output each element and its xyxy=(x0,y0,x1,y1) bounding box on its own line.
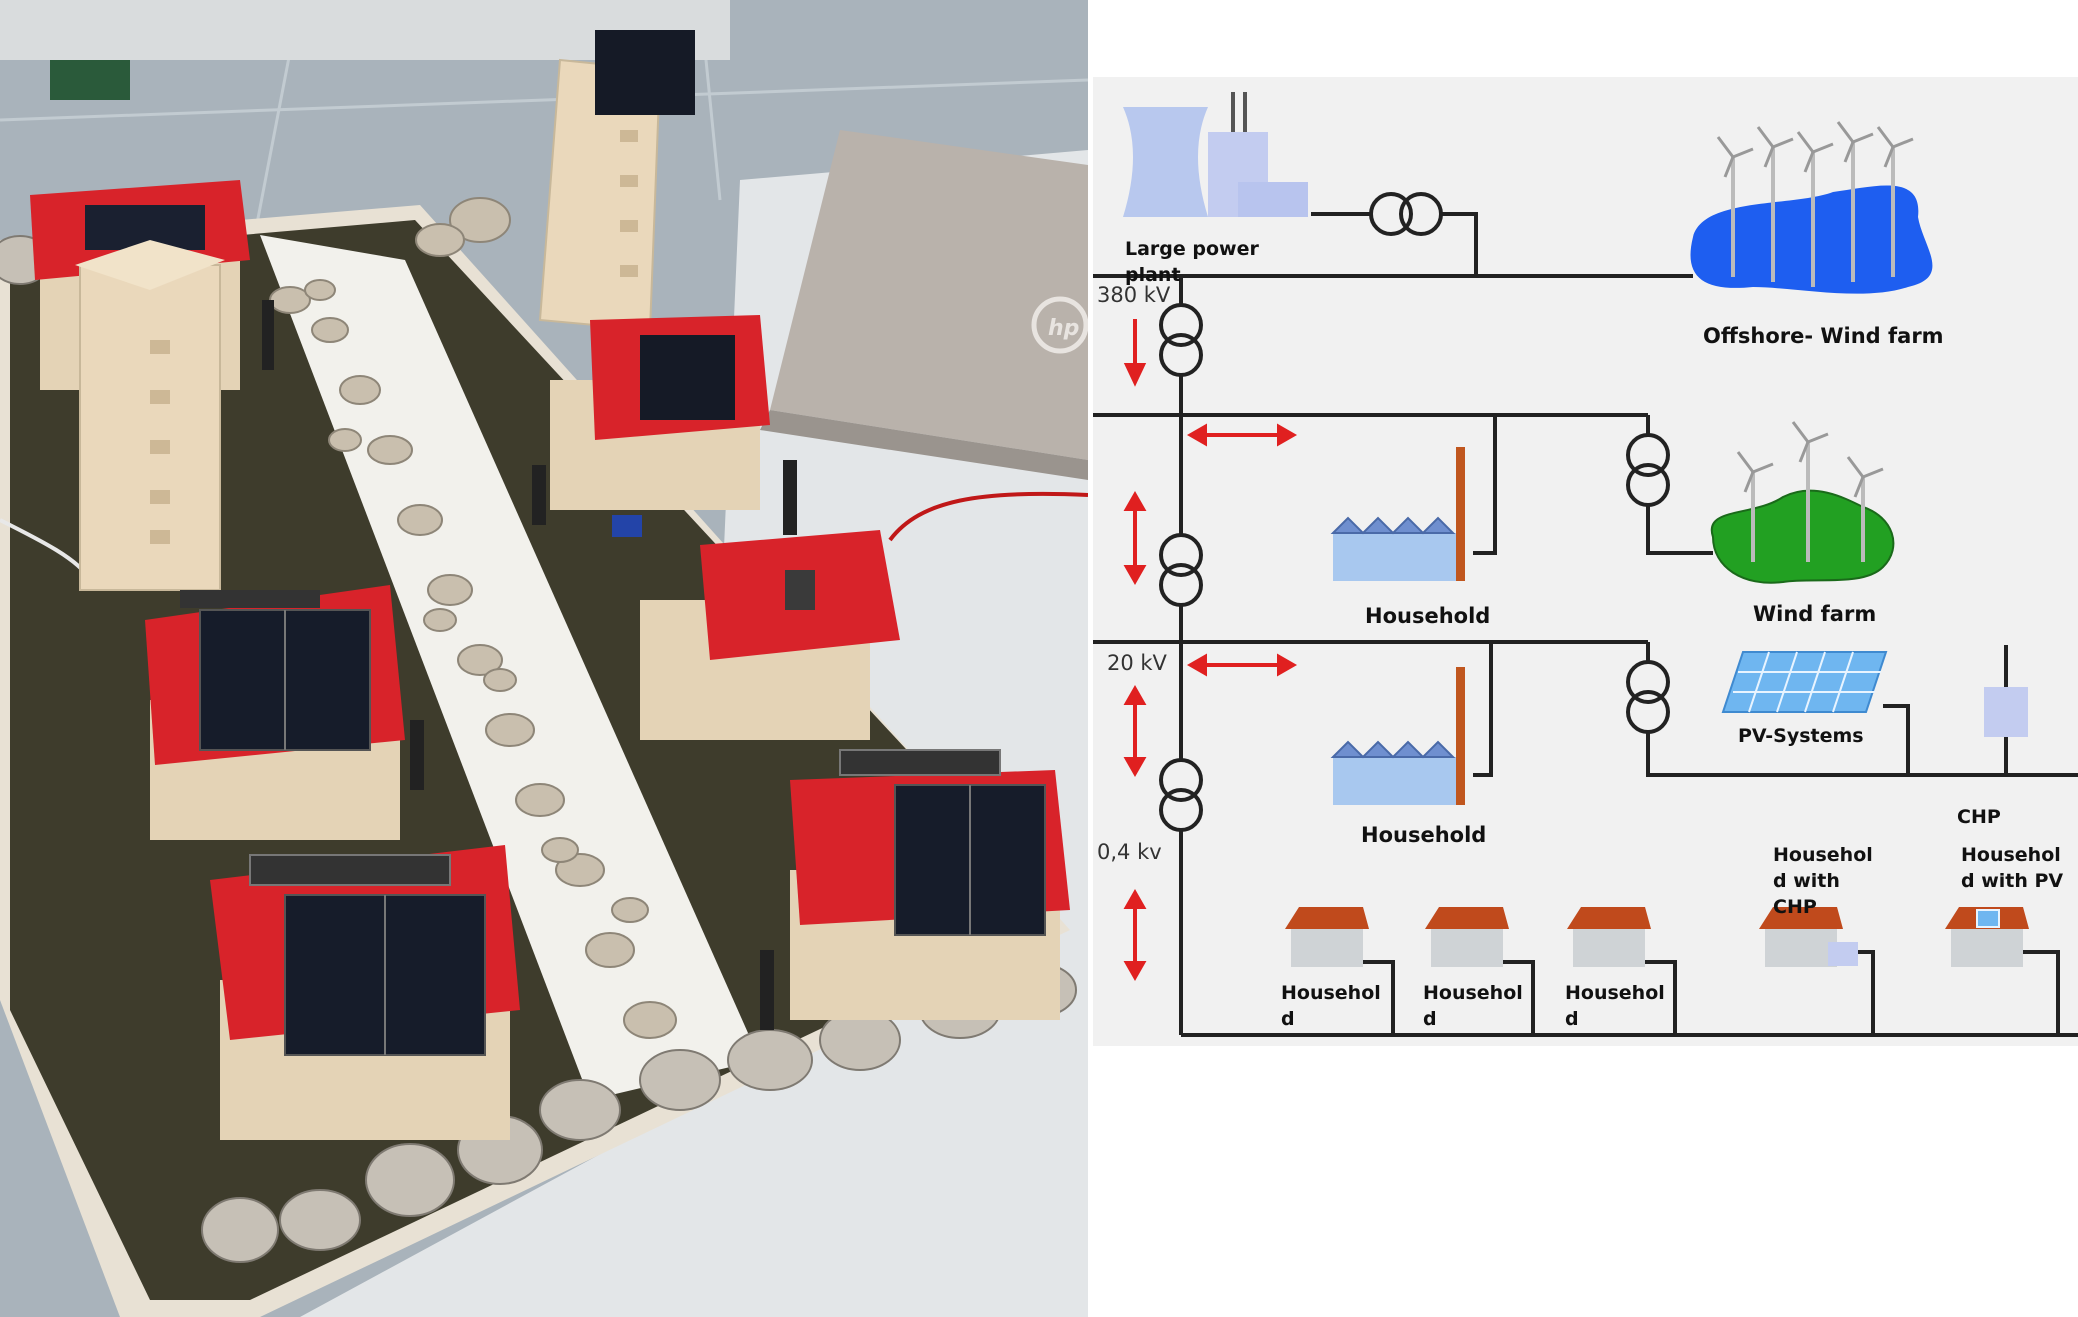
house-with-pv-icon xyxy=(1945,907,2029,967)
line-industry-2 xyxy=(1473,642,1493,777)
house-bottom-right xyxy=(790,749,1070,1020)
voltage-04kv-label: 0,4 kv xyxy=(1097,840,1162,864)
street-lamps xyxy=(262,300,797,1030)
house-right-middle xyxy=(640,530,900,740)
solar-panel-icon xyxy=(640,335,735,420)
household-chp-label-2: d with xyxy=(1773,870,1840,892)
large-power-plant-label-2: plant xyxy=(1125,264,1181,286)
household-pv-label-1: Househol xyxy=(1961,844,2061,866)
gravel xyxy=(269,197,677,1039)
transformer-top-left xyxy=(1369,192,1413,236)
large-power-plant-label: Large power xyxy=(1125,238,1259,260)
model-city-photo: hp xyxy=(0,0,1088,1317)
house-left-middle xyxy=(145,585,405,840)
transformer-110-a xyxy=(1159,533,1203,577)
industry-household-icon xyxy=(1330,447,1465,581)
tower-top-center xyxy=(538,30,695,332)
diagram-background xyxy=(1093,77,2078,1046)
servo-motor xyxy=(612,515,642,537)
house-icon xyxy=(1285,907,1369,967)
line-industry-1 xyxy=(1473,415,1497,555)
house-2-label-2: d xyxy=(1423,1008,1437,1030)
power-flow-arrows xyxy=(1123,319,1298,982)
transformer-380-a xyxy=(1159,303,1203,347)
appliance-feet xyxy=(50,60,130,100)
tower-left xyxy=(75,240,225,591)
household-pv-label-2: d with PV xyxy=(1961,870,2063,892)
laptop-edge xyxy=(760,410,1088,480)
line-house-1 xyxy=(1363,960,1395,1035)
offshore-wind-farm-label: Offshore- Wind farm xyxy=(1703,324,1944,348)
line-wind-farm xyxy=(1646,505,1713,555)
household-label-1: Household xyxy=(1365,604,1490,628)
solar-panel-icon xyxy=(595,30,695,115)
house-3-label-1: Househol xyxy=(1565,982,1665,1004)
wind-turbine-icon xyxy=(1751,442,1865,562)
wind-farm xyxy=(1710,421,1895,584)
house-3-label-2: d xyxy=(1565,1008,1579,1030)
hp-logo-mark: hp xyxy=(1048,316,1079,341)
line-pv-panel xyxy=(1883,704,1910,775)
voltage-380kv-label: 380 kV xyxy=(1097,283,1171,307)
line-house-pv xyxy=(2023,950,2060,1035)
laptop-lid xyxy=(770,130,1088,460)
house-bottom-left xyxy=(210,845,520,1140)
line-house-2 xyxy=(1503,960,1535,1035)
household-chp-label-1: Househol xyxy=(1773,844,1873,866)
wind-turbine-icon xyxy=(1731,142,1895,287)
house-with-chp-icon xyxy=(1759,907,1858,967)
pv-systems-label: PV-Systems xyxy=(1738,725,1864,747)
house-icon xyxy=(1567,907,1651,967)
line-transformer-to-bus xyxy=(1441,212,1478,276)
wind-farm-label: Wind farm xyxy=(1753,602,1876,626)
line-house-3 xyxy=(1645,960,1677,1035)
transformer-pv-a xyxy=(1626,660,1670,704)
power-plant-icon xyxy=(1123,92,1308,217)
transformer-20-a xyxy=(1159,758,1203,802)
line-pv-bus xyxy=(1646,732,2078,777)
household-label-2: Household xyxy=(1361,823,1486,847)
transformer-wind-a xyxy=(1626,433,1670,477)
house-1-label-2: d xyxy=(1281,1008,1295,1030)
house-2-label-1: Househol xyxy=(1423,982,1523,1004)
red-cable xyxy=(888,491,1088,542)
industry-household-icon-2 xyxy=(1330,667,1465,805)
hp-logo-icon xyxy=(1031,296,1088,354)
house-center-top xyxy=(550,315,770,510)
house-icon xyxy=(1425,907,1509,967)
offshore-wind-farm xyxy=(1690,121,1933,294)
household-chp-label-3: CHP xyxy=(1773,896,1817,918)
power-grid-diagram: Large power plant Offshore- Wind farm Wi… xyxy=(1093,77,2078,1046)
house-1-label-1: Househol xyxy=(1281,982,1381,1004)
chp-unit-icon xyxy=(1984,687,2028,737)
voltage-20kv-label: 20 kV xyxy=(1107,651,1168,675)
chp-label: CHP xyxy=(1957,806,2001,828)
pv-panel-icon xyxy=(1721,651,1888,713)
